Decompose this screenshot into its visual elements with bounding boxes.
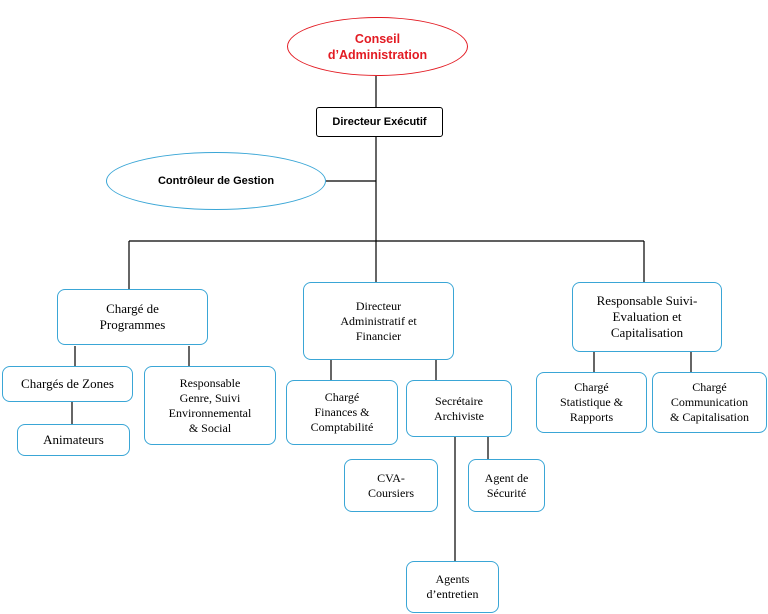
agents-entretien-node: Agents d’entretien bbox=[406, 561, 499, 613]
charge-programmes-node: Chargé de Programmes bbox=[57, 289, 208, 345]
charge-communication-node: Chargé Communication & Capitalisation bbox=[652, 372, 767, 433]
cva-coursiers-node: CVA- Coursiers bbox=[344, 459, 438, 512]
responsable-genre-node: Responsable Genre, Suivi Environnemental… bbox=[144, 366, 276, 445]
animateurs-node: Animateurs bbox=[17, 424, 130, 456]
agent-securite-node: Agent de Sécurité bbox=[468, 459, 545, 512]
directeur-executif-node: Directeur Exécutif bbox=[316, 107, 443, 137]
conseil-administration-node: Conseil d’Administration bbox=[287, 17, 468, 76]
directeur-administratif-financier-node: Directeur Administratif et Financier bbox=[303, 282, 454, 360]
charge-statistique-node: Chargé Statistique & Rapports bbox=[536, 372, 647, 433]
responsable-suivi-evaluation-node: Responsable Suivi- Evaluation et Capital… bbox=[572, 282, 722, 352]
charges-zones-node: Chargés de Zones bbox=[2, 366, 133, 402]
secretaire-archiviste-node: Secrétaire Archiviste bbox=[406, 380, 512, 437]
controleur-gestion-node: Contrôleur de Gestion bbox=[106, 152, 326, 210]
charge-finances-node: Chargé Finances & Comptabilité bbox=[286, 380, 398, 445]
